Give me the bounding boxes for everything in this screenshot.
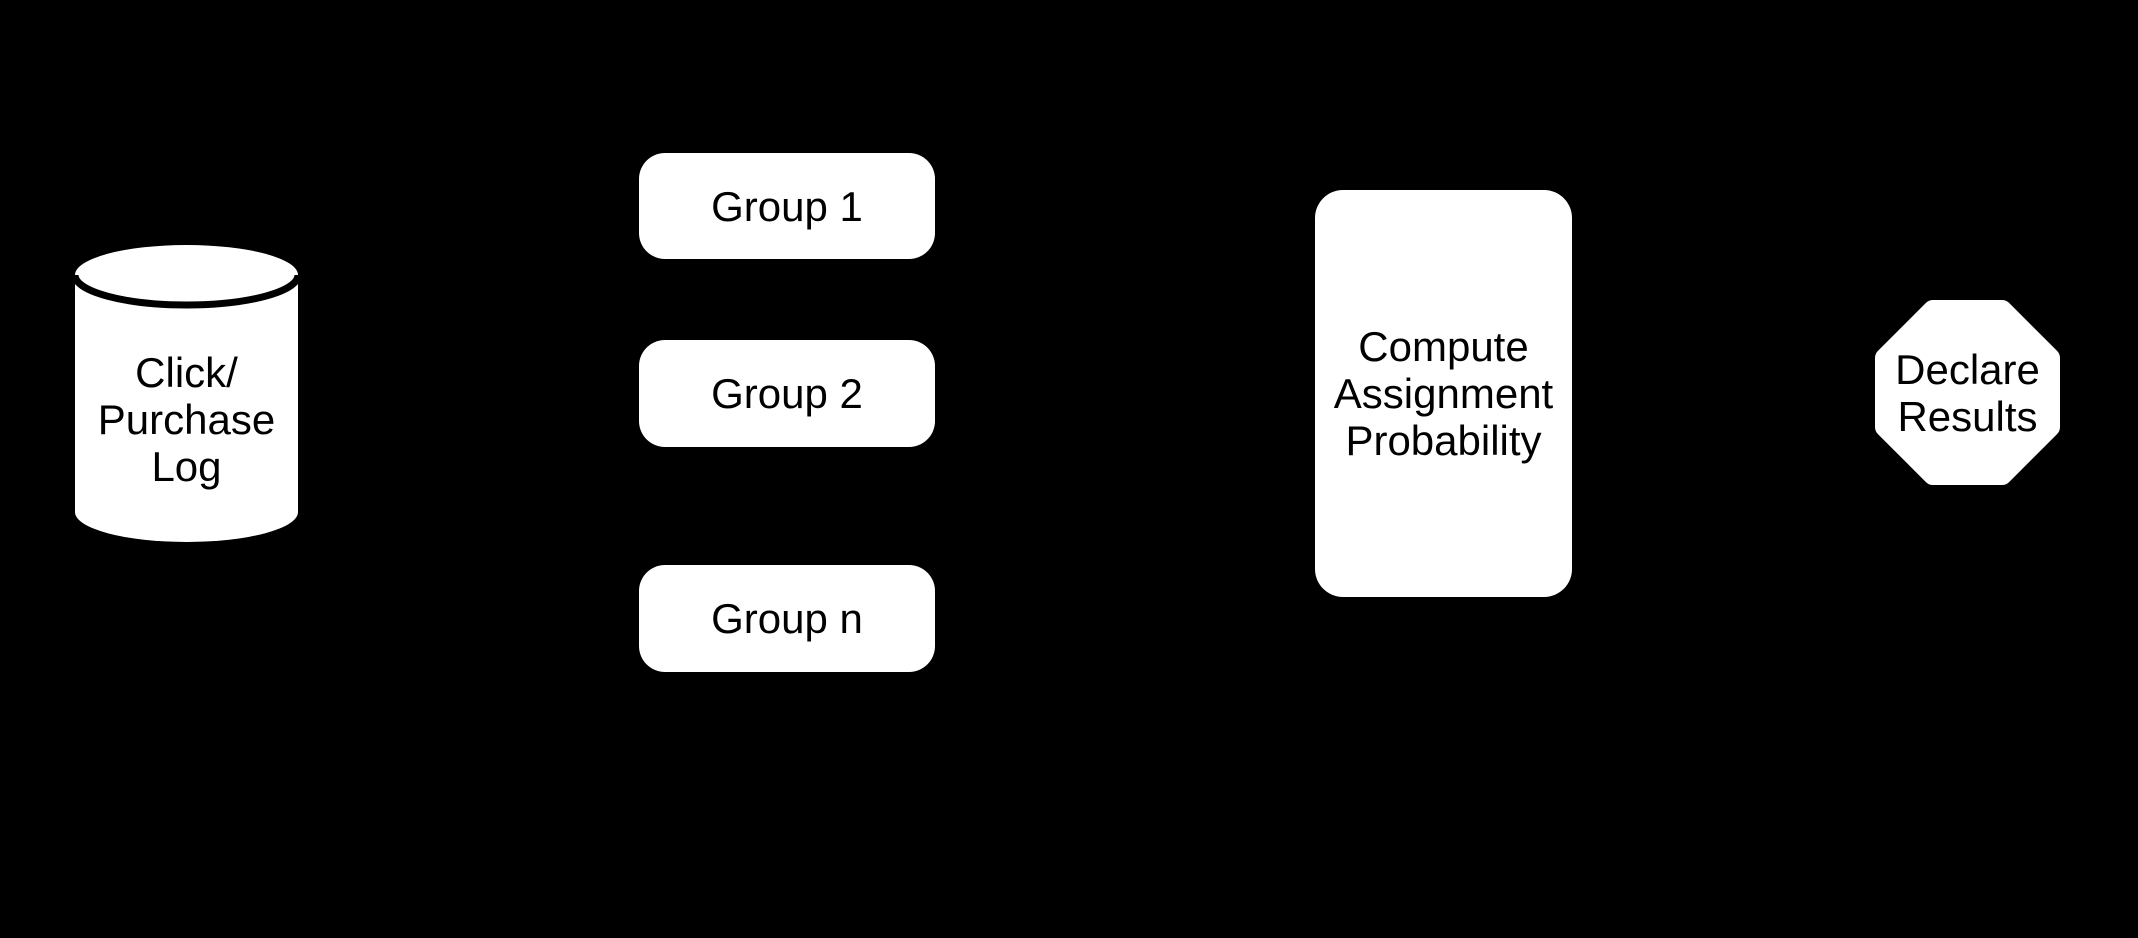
datastore-node-click-purchase-log: Click/ Purchase Log	[75, 245, 298, 542]
process-node-compute-assignment-probability: Compute Assignment Probability	[1315, 190, 1572, 597]
group-1-node: Group 1	[639, 153, 935, 259]
octagon-shape	[1875, 300, 2060, 485]
group-2-label-text: Group 2	[711, 370, 863, 417]
group-n-label-text: Group n	[711, 595, 863, 642]
process-label-line-2: Assignment	[1333, 370, 1554, 417]
group-2-node: Group 2	[639, 340, 935, 447]
process-label-line-3: Probability	[1345, 417, 1542, 464]
group-n-label: Group n	[639, 565, 935, 672]
group-2-label: Group 2	[639, 340, 935, 447]
group-1-label: Group 1	[639, 153, 935, 259]
process-label-line-1: Compute	[1358, 323, 1529, 370]
group-1-label-text: Group 1	[711, 182, 863, 230]
group-n-node: Group n	[639, 565, 935, 672]
process-label: Compute Assignment Probability	[1315, 190, 1572, 597]
cylinder-shape	[75, 245, 298, 542]
terminator-node-declare-results: Declare Results	[1875, 300, 2060, 485]
